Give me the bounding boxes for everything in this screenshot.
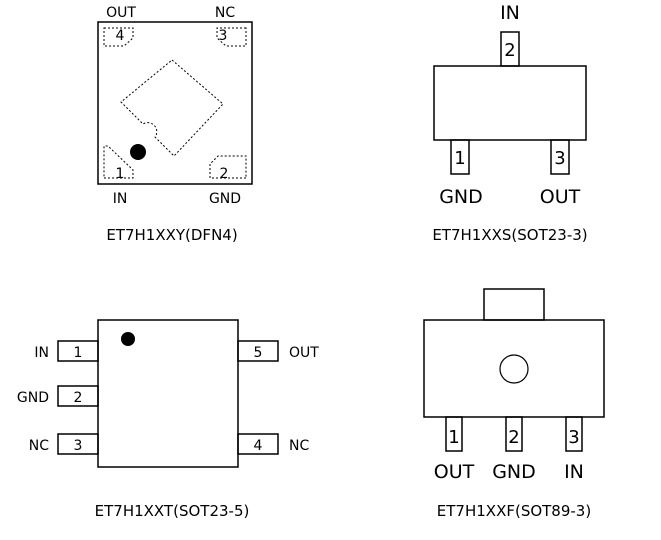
dfn4-pin-name-in: IN xyxy=(113,191,128,207)
sot89-3-pin-name-gnd: GND xyxy=(492,461,536,483)
sot23-5-lead-3 xyxy=(57,433,99,455)
sot23-3-pin-number-1: 1 xyxy=(454,148,465,169)
sot89-3-lead-3 xyxy=(565,416,583,452)
sot89-3-pin-number-1: 1 xyxy=(448,427,459,448)
sot89-3-package: 1 2 3 OUT GND IN ET7H1XXF(SOT89-3) xyxy=(423,288,605,520)
sot23-3-lead-3 xyxy=(550,139,570,175)
dfn4-pin-number-1: 1 xyxy=(116,166,125,182)
sot23-3-pin-name-gnd: GND xyxy=(439,186,483,208)
sot23-5-pin1-dot xyxy=(121,332,135,346)
dfn4-package: 4 3 1 2 OUT NC IN GND ET7H1XXY(DFN4) xyxy=(97,5,253,244)
dfn4-caption: ET7H1XXY(DFN4) xyxy=(106,226,237,244)
sot23-3-pin-number-3: 3 xyxy=(554,148,565,169)
sot23-5-lead-4 xyxy=(237,433,279,455)
sot89-3-lead-2 xyxy=(505,416,523,452)
dfn4-pad-3 xyxy=(216,27,247,47)
sot89-3-pin-name-in: IN xyxy=(564,461,584,483)
sot89-3-tab xyxy=(483,288,545,321)
dfn4-pad-4 xyxy=(103,27,134,47)
sot23-5-pin-name-nc-right: NC xyxy=(289,438,309,454)
dfn4-thermal-pad xyxy=(120,59,224,157)
dfn4-pin-name-gnd: GND xyxy=(209,191,241,207)
sot23-5-lead-2 xyxy=(57,385,99,407)
sot89-3-pin-number-2: 2 xyxy=(508,427,519,448)
sot89-3-lead-1 xyxy=(445,416,463,452)
dfn4-pin-number-4: 4 xyxy=(116,28,125,44)
sot23-5-pin-number-3: 3 xyxy=(74,438,83,454)
sot23-5-lead-5 xyxy=(237,340,279,362)
dfn4-pin-number-3: 3 xyxy=(219,28,228,44)
sot23-5-body xyxy=(97,319,239,468)
dfn4-body xyxy=(97,21,253,185)
sot23-5-pin-number-1: 1 xyxy=(74,345,83,361)
sot89-3-pin-name-out: OUT xyxy=(434,461,475,483)
dfn4-pin-number-2: 2 xyxy=(220,166,229,182)
sot23-5-pin-name-in: IN xyxy=(34,345,49,361)
sot23-3-pin-name-in: IN xyxy=(500,2,520,24)
sot23-5-pin-name-nc-left: NC xyxy=(29,438,49,454)
sot23-5-pin-number-2: 2 xyxy=(74,390,83,406)
sot23-3-package: 2 1 3 IN GND OUT ET7H1XXS(SOT23-3) xyxy=(432,2,587,244)
dfn4-pad-1 xyxy=(103,145,134,179)
sot23-3-caption: ET7H1XXS(SOT23-3) xyxy=(432,226,587,244)
sot23-3-body xyxy=(433,65,587,141)
sot89-3-caption: ET7H1XXF(SOT89-3) xyxy=(437,502,591,520)
sot89-3-body xyxy=(423,319,605,418)
sot23-3-pin-number-2: 2 xyxy=(504,40,515,61)
sot89-3-pin-number-3: 3 xyxy=(568,427,579,448)
sot23-3-lead-1 xyxy=(450,139,470,175)
sot89-3-marker-circle xyxy=(499,354,529,384)
dfn4-pin-name-out: OUT xyxy=(106,5,136,21)
sot23-3-pin-name-out: OUT xyxy=(540,186,581,208)
dfn4-pin1-dot xyxy=(130,144,146,160)
sot23-5-package: 1 2 3 5 4 IN GND NC OUT NC ET7H1XXT(SOT2… xyxy=(17,319,319,520)
dfn4-pad-2 xyxy=(209,155,247,179)
sot23-5-pin-name-gnd: GND xyxy=(17,390,49,406)
sot23-5-pin-name-out: OUT xyxy=(289,345,319,361)
sot23-5-caption: ET7H1XXT(SOT23-5) xyxy=(95,502,250,520)
sot23-5-pin-number-5: 5 xyxy=(254,345,263,361)
sot23-5-lead-1 xyxy=(57,340,99,362)
sot23-3-lead-2 xyxy=(500,31,520,67)
dfn4-pin-name-nc: NC xyxy=(215,5,235,21)
sot23-5-pin-number-4: 4 xyxy=(254,438,263,454)
